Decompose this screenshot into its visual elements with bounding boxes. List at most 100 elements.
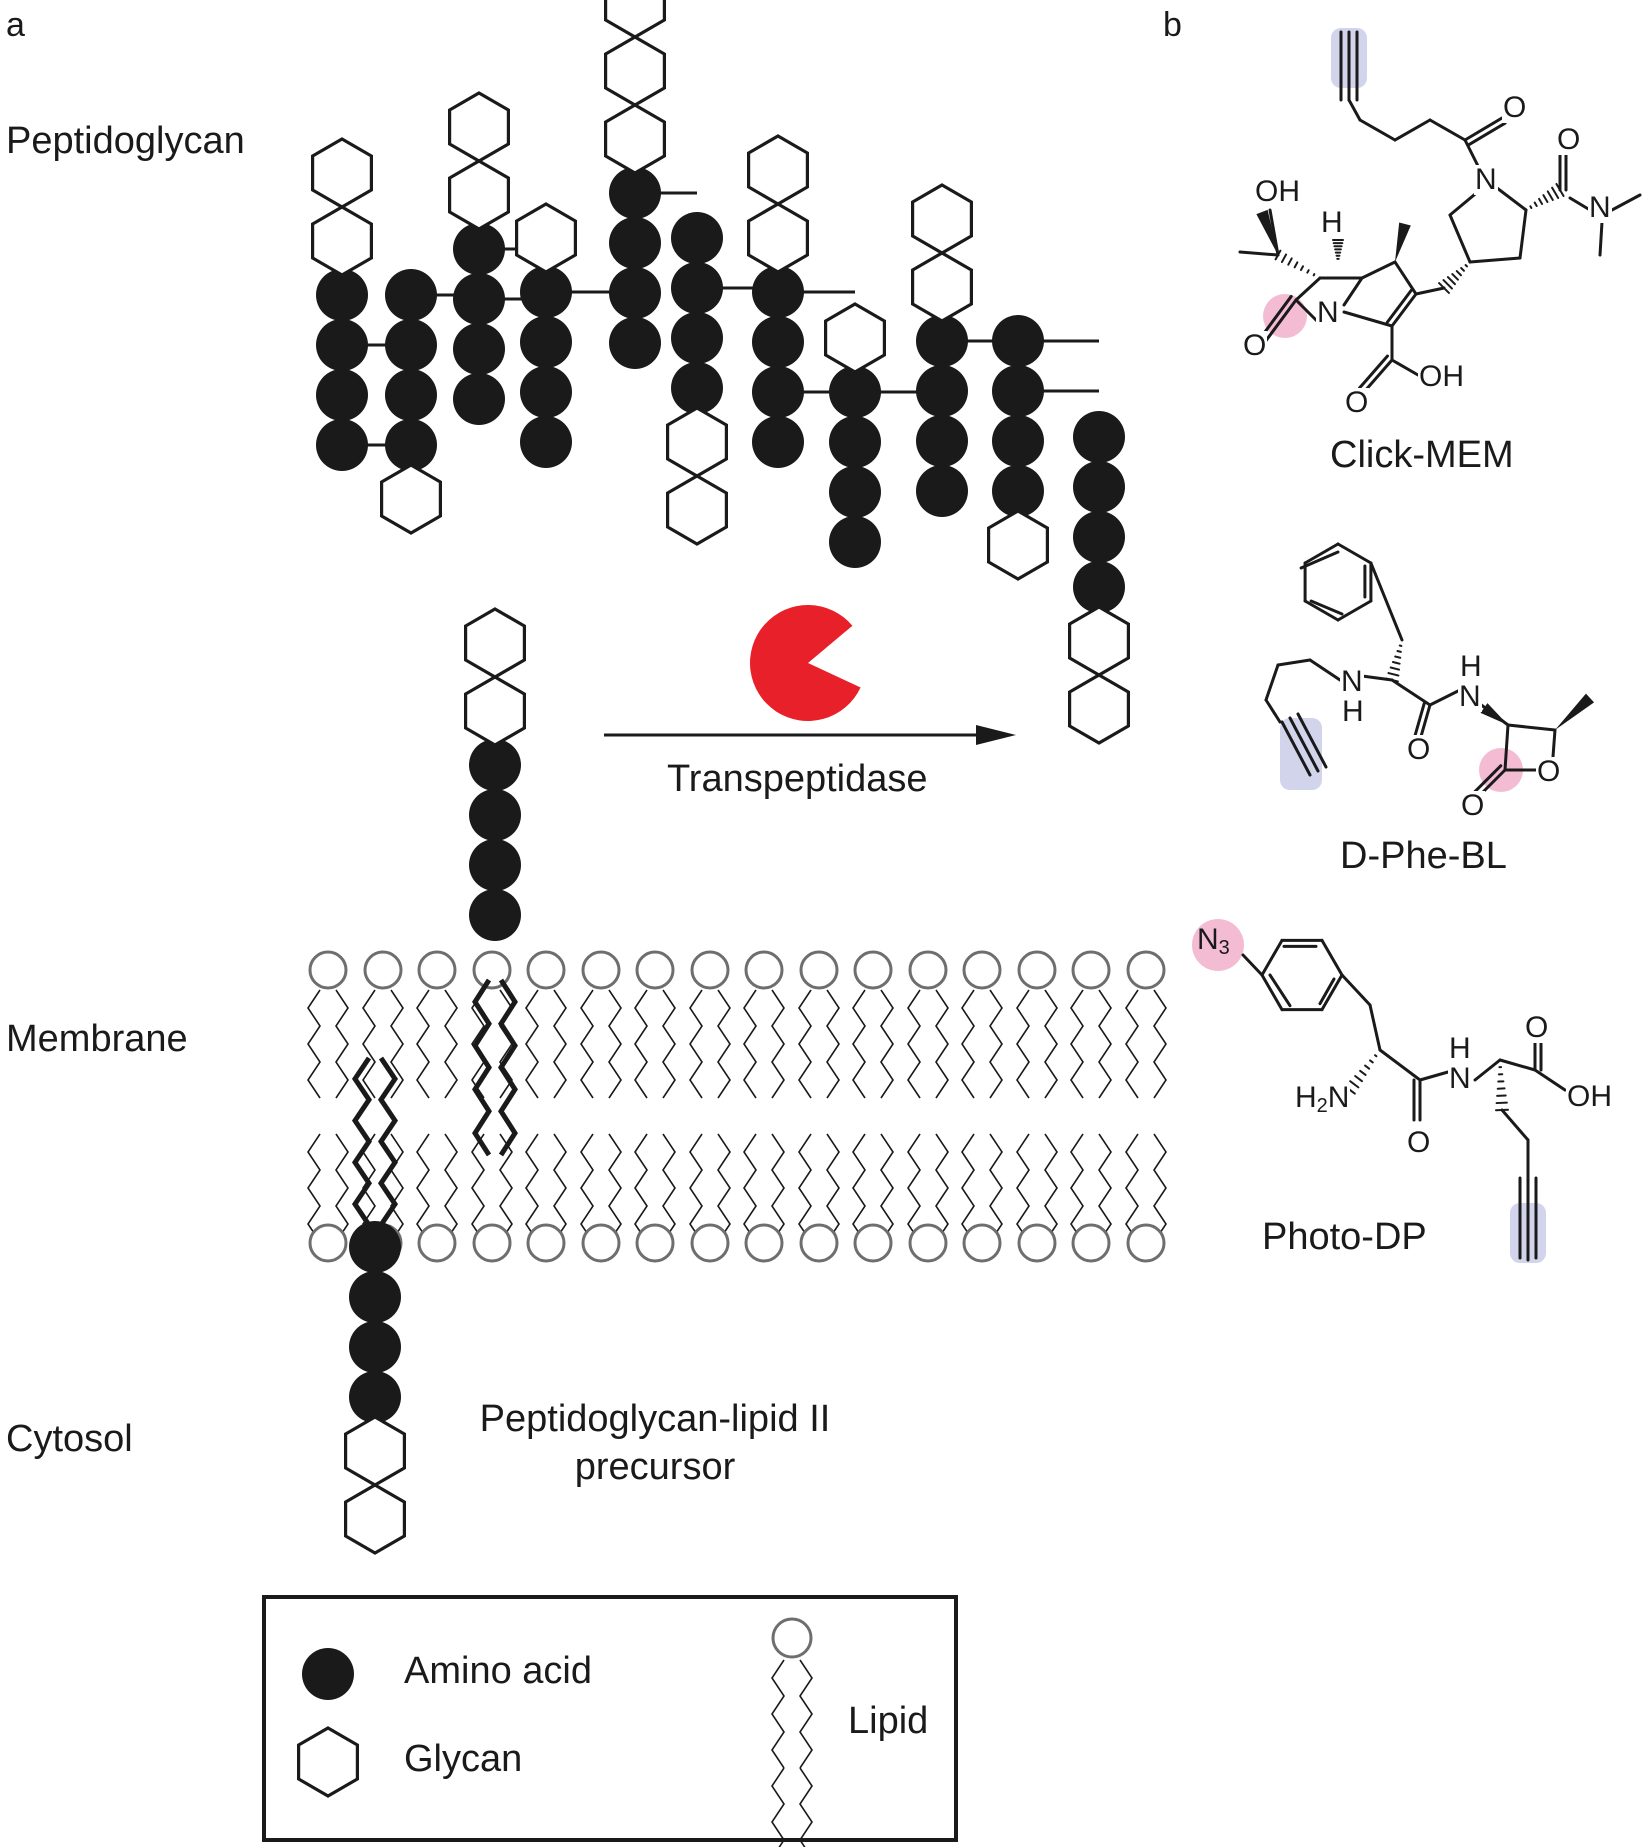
bond xyxy=(1306,269,1310,274)
lipid-tail xyxy=(771,1133,785,1243)
lipid-tail xyxy=(416,989,430,1099)
bond xyxy=(1393,118,1432,142)
glycan xyxy=(603,103,667,175)
bond xyxy=(1358,118,1397,142)
lipid-tail xyxy=(390,989,404,1099)
bond xyxy=(1529,205,1533,210)
amino-acid xyxy=(609,267,661,319)
atom-o-lactone-label: O xyxy=(1460,789,1486,822)
amino-acid xyxy=(316,369,368,421)
glycan xyxy=(1067,673,1131,745)
amino-acid xyxy=(520,416,572,468)
bond xyxy=(1264,698,1282,724)
amino-acid xyxy=(992,465,1044,517)
bond xyxy=(1498,1058,1537,1072)
lipid-tail xyxy=(471,1133,485,1243)
precursor-label-line2: precursor xyxy=(574,1446,736,1488)
arrow-head xyxy=(976,725,1016,745)
amino-acid xyxy=(316,319,368,371)
glycan xyxy=(448,91,510,163)
membrane-bilayer xyxy=(307,950,1167,1263)
glycan xyxy=(823,302,887,374)
beta-lactone-carbonyl-highlight xyxy=(1479,748,1523,792)
bond xyxy=(1280,253,1288,264)
bond xyxy=(1287,257,1293,266)
bond xyxy=(1264,663,1280,702)
bond xyxy=(1320,938,1344,977)
lipid-tail xyxy=(1153,1133,1167,1243)
bond xyxy=(1506,723,1557,732)
lipid-head xyxy=(690,1223,730,1263)
amino-acid xyxy=(453,273,505,325)
amino-acid xyxy=(829,466,881,518)
lipid-head xyxy=(1071,1223,1111,1263)
amino-acid xyxy=(316,419,368,471)
phospholipid-pair xyxy=(580,950,622,1263)
bond xyxy=(1418,1070,1450,1082)
lipid-tail xyxy=(771,1659,785,1769)
aryl-azide-highlight xyxy=(1192,919,1244,971)
peptide-stem xyxy=(603,0,667,369)
glycan xyxy=(297,1726,359,1798)
atom-o-amide2-label: O xyxy=(1556,123,1582,156)
bond xyxy=(1389,666,1401,671)
lipid-head xyxy=(308,1223,348,1263)
lipid-tail xyxy=(580,989,594,1099)
atom-o-acid-label-3: O xyxy=(1524,1011,1550,1044)
bond xyxy=(1260,298,1298,348)
wedge-bond xyxy=(1480,703,1508,725)
bond xyxy=(1241,953,1264,977)
amino-acid xyxy=(302,1648,354,1700)
lipid-tail xyxy=(335,1133,349,1243)
amino-acid xyxy=(916,315,968,367)
phospholipid-pair xyxy=(416,950,458,1263)
amino-acid xyxy=(453,223,505,275)
bond xyxy=(1268,208,1280,257)
lipid-tail xyxy=(471,989,485,1099)
lipid-head xyxy=(853,950,893,990)
atom-amide-h-label: H xyxy=(1460,650,1482,683)
peptide-stem xyxy=(380,269,442,535)
bond xyxy=(1268,973,1292,1008)
lipid-tail xyxy=(771,989,785,1099)
amino-acid xyxy=(453,373,505,425)
transpeptidase-label: Transpeptidase xyxy=(667,758,928,800)
lipid-tail xyxy=(689,989,703,1099)
amino-acid xyxy=(609,317,661,369)
amino-acid xyxy=(671,362,723,414)
bond xyxy=(1473,1058,1502,1082)
phospholipid-pair xyxy=(1125,950,1167,1263)
lipid-head xyxy=(744,950,784,990)
atom-n3-label: N3 xyxy=(1197,923,1230,959)
peptide-stem xyxy=(986,315,1050,581)
atom-h2n-label: H2N xyxy=(1294,1081,1351,1117)
amino-acid xyxy=(1073,561,1125,613)
atom-h-label: H xyxy=(1320,206,1344,239)
phospholipid-pair xyxy=(1016,950,1058,1263)
glycan xyxy=(665,406,729,478)
lipid-head xyxy=(417,1223,457,1263)
bond xyxy=(1293,261,1299,269)
glycan xyxy=(746,202,810,274)
legend-box xyxy=(262,1595,958,1847)
compound-name-click-mem: Click-MEM xyxy=(1330,434,1514,476)
compound-name-photo-dp: Photo-DP xyxy=(1262,1216,1427,1258)
bond xyxy=(1303,599,1340,622)
bond xyxy=(1294,298,1320,324)
lipid-tail xyxy=(525,989,539,1099)
lipid-head xyxy=(908,1223,948,1263)
lipid-ii-outer xyxy=(464,607,527,1157)
atom-nh-n-label: N xyxy=(1340,665,1364,698)
lipid-tail xyxy=(1125,989,1139,1099)
lipid-tail xyxy=(907,989,921,1099)
atom-n-beta-lactam-label: N xyxy=(1316,296,1340,329)
wedge-bond xyxy=(1395,222,1411,262)
bond xyxy=(1598,220,1604,257)
amino-acid xyxy=(349,1271,401,1323)
amino-acid xyxy=(385,269,437,321)
legend-label-lipid: Lipid xyxy=(848,1700,929,1742)
lipid-head xyxy=(308,950,348,990)
bond xyxy=(1238,250,1280,257)
glycan xyxy=(910,251,974,323)
bond xyxy=(1442,279,1453,290)
